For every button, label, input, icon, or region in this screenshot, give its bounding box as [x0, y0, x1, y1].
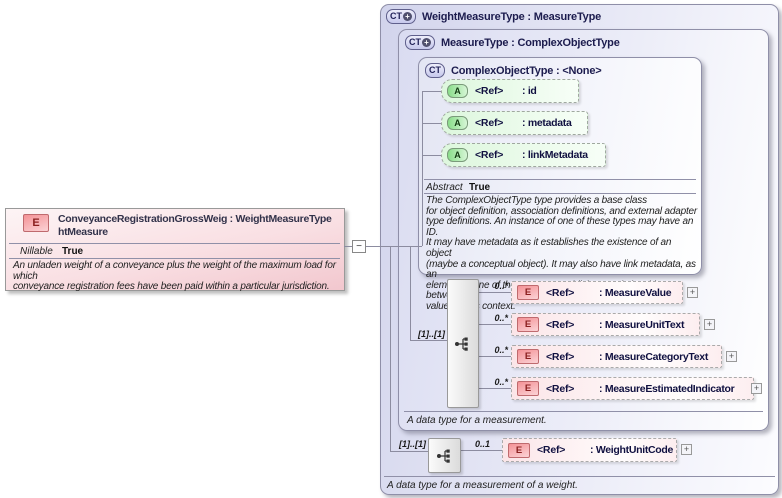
element-badge-icon: E [517, 349, 539, 364]
attribute-badge-icon: A [447, 84, 468, 98]
collapse-toggle[interactable]: − [352, 240, 366, 253]
sequence-compositor[interactable] [428, 438, 461, 473]
complex-type-badge-label: CT [390, 11, 402, 21]
complex-type-badge-icon: CT+ [405, 35, 435, 50]
element-ref-measure-category-text[interactable]: E <Ref> : MeasureCategoryText [511, 345, 722, 368]
connector-line [422, 123, 441, 124]
element-ref-measure-unit-text[interactable]: E <Ref> : MeasureUnitText [511, 313, 700, 336]
attribute-name: : id [522, 85, 537, 97]
weight-measure-type-footer: A data type for a measurement of a weigh… [387, 480, 578, 491]
element-title: ConveyanceRegistrationGrossWeig : Weight… [58, 213, 332, 239]
nillable-separator-top [9, 243, 340, 244]
cardinality-label: 0..1 [474, 439, 490, 449]
measure-type-title: MeasureType : ComplexObjectType [441, 36, 620, 49]
abstract-separator-top [424, 179, 696, 180]
complex-type-badge-icon: CT [425, 63, 445, 78]
complex-type-badge-icon: CT+ [386, 9, 416, 24]
connector-line [477, 356, 511, 357]
attribute-name: : linkMetadata [522, 149, 588, 161]
measure-type-footer: A data type for a measurement. [407, 415, 547, 426]
cardinality-label: 0..* [494, 313, 508, 323]
plus-circle-icon: + [422, 38, 431, 47]
element-name: : MeasureEstimatedIndicator [599, 382, 735, 395]
nillable-separator-bottom [9, 258, 340, 259]
expand-button[interactable]: + [687, 287, 698, 298]
element-ref-weight-unit-code[interactable]: E <Ref> : WeightUnitCode [502, 438, 677, 462]
attribute-badge-icon: A [447, 116, 468, 130]
connector-line [390, 451, 428, 452]
connector-line [344, 246, 422, 247]
cardinality-label: 0..* [494, 345, 508, 355]
abstract-value: True [469, 182, 491, 193]
connector-line [459, 450, 502, 451]
ref-label: <Ref> [546, 286, 575, 299]
element-badge-icon: E [23, 214, 49, 232]
connector-line [410, 340, 447, 341]
element-description: An unladen weight of a conveyance plus t… [13, 260, 336, 293]
occurrence-label: [1]..[1] [418, 329, 445, 339]
weight-measure-type-title: WeightMeasureType : MeasureType [422, 10, 602, 23]
complex-type-badge-label: CT [409, 37, 421, 47]
attribute-ref-metadata[interactable]: A <Ref> : metadata [441, 111, 588, 135]
footer-separator [384, 476, 775, 477]
cardinality-label: 0..* [494, 377, 508, 387]
conveyance-registration-gross-weight-measure-element[interactable]: E ConveyanceRegistrationGrossWeig : Weig… [5, 208, 345, 293]
attribute-ref-id[interactable]: A <Ref> : id [441, 79, 579, 103]
sequence-icon [455, 337, 468, 351]
element-name: : MeasureCategoryText [599, 350, 709, 363]
connector-line [410, 246, 411, 340]
attribute-name: : metadata [522, 117, 572, 129]
expand-button[interactable]: + [681, 444, 692, 455]
ref-label: <Ref> [546, 350, 575, 363]
occurrence-label: [1]..[1] [399, 439, 426, 449]
element-name: : MeasureValue [599, 286, 672, 299]
attribute-badge-icon: A [447, 148, 468, 162]
connector-line [422, 91, 423, 246]
element-name: : WeightUnitCode [590, 444, 674, 456]
sequence-compositor[interactable] [447, 279, 479, 408]
element-badge-icon: E [517, 317, 539, 332]
element-badge-icon: E [517, 381, 539, 396]
element-title-line2: htMeasure [58, 226, 108, 238]
sequence-icon [436, 449, 450, 463]
connector-line [477, 324, 511, 325]
ref-label: <Ref> [475, 117, 504, 129]
nillable-label: Nillable [20, 246, 53, 257]
complex-object-type-title: ComplexObjectType : <None> [451, 64, 602, 77]
ref-label: <Ref> [475, 85, 504, 97]
element-title-line1: ConveyanceRegistrationGrossWeig : Weight… [58, 213, 332, 225]
ref-label: <Ref> [537, 444, 566, 456]
measure-type-header[interactable]: CT+ MeasureType : ComplexObjectType [405, 35, 620, 50]
complex-object-type-header[interactable]: CT ComplexObjectType : <None> [425, 63, 602, 78]
footer-separator [404, 411, 763, 412]
abstract-label: Abstract [426, 182, 463, 193]
complex-type-badge-label: CT [429, 65, 441, 75]
connector-line [477, 388, 511, 389]
weight-measure-type-header[interactable]: CT+ WeightMeasureType : MeasureType [386, 9, 601, 24]
abstract-separator-bottom [424, 193, 696, 194]
plus-circle-icon: + [403, 12, 412, 21]
element-badge-icon: E [508, 442, 530, 458]
element-name: : MeasureUnitText [599, 318, 685, 331]
expand-button[interactable]: + [704, 319, 715, 330]
attribute-ref-link-metadata[interactable]: A <Ref> : linkMetadata [441, 143, 606, 167]
element-ref-measure-estimated-indicator[interactable]: E <Ref> : MeasureEstimatedIndicator [511, 377, 754, 400]
connector-line [477, 292, 511, 293]
element-badge-icon: E [517, 285, 539, 300]
connector-line [422, 155, 441, 156]
connector-line [390, 246, 391, 452]
connector-line [422, 91, 441, 92]
expand-button[interactable]: + [751, 383, 762, 394]
cardinality-label: 0..* [494, 281, 508, 291]
ref-label: <Ref> [546, 318, 575, 331]
ref-label: <Ref> [475, 149, 504, 161]
nillable-value: True [62, 246, 84, 257]
ref-label: <Ref> [546, 382, 575, 395]
element-ref-measure-value[interactable]: E <Ref> : MeasureValue [511, 281, 683, 304]
expand-button[interactable]: + [726, 351, 737, 362]
